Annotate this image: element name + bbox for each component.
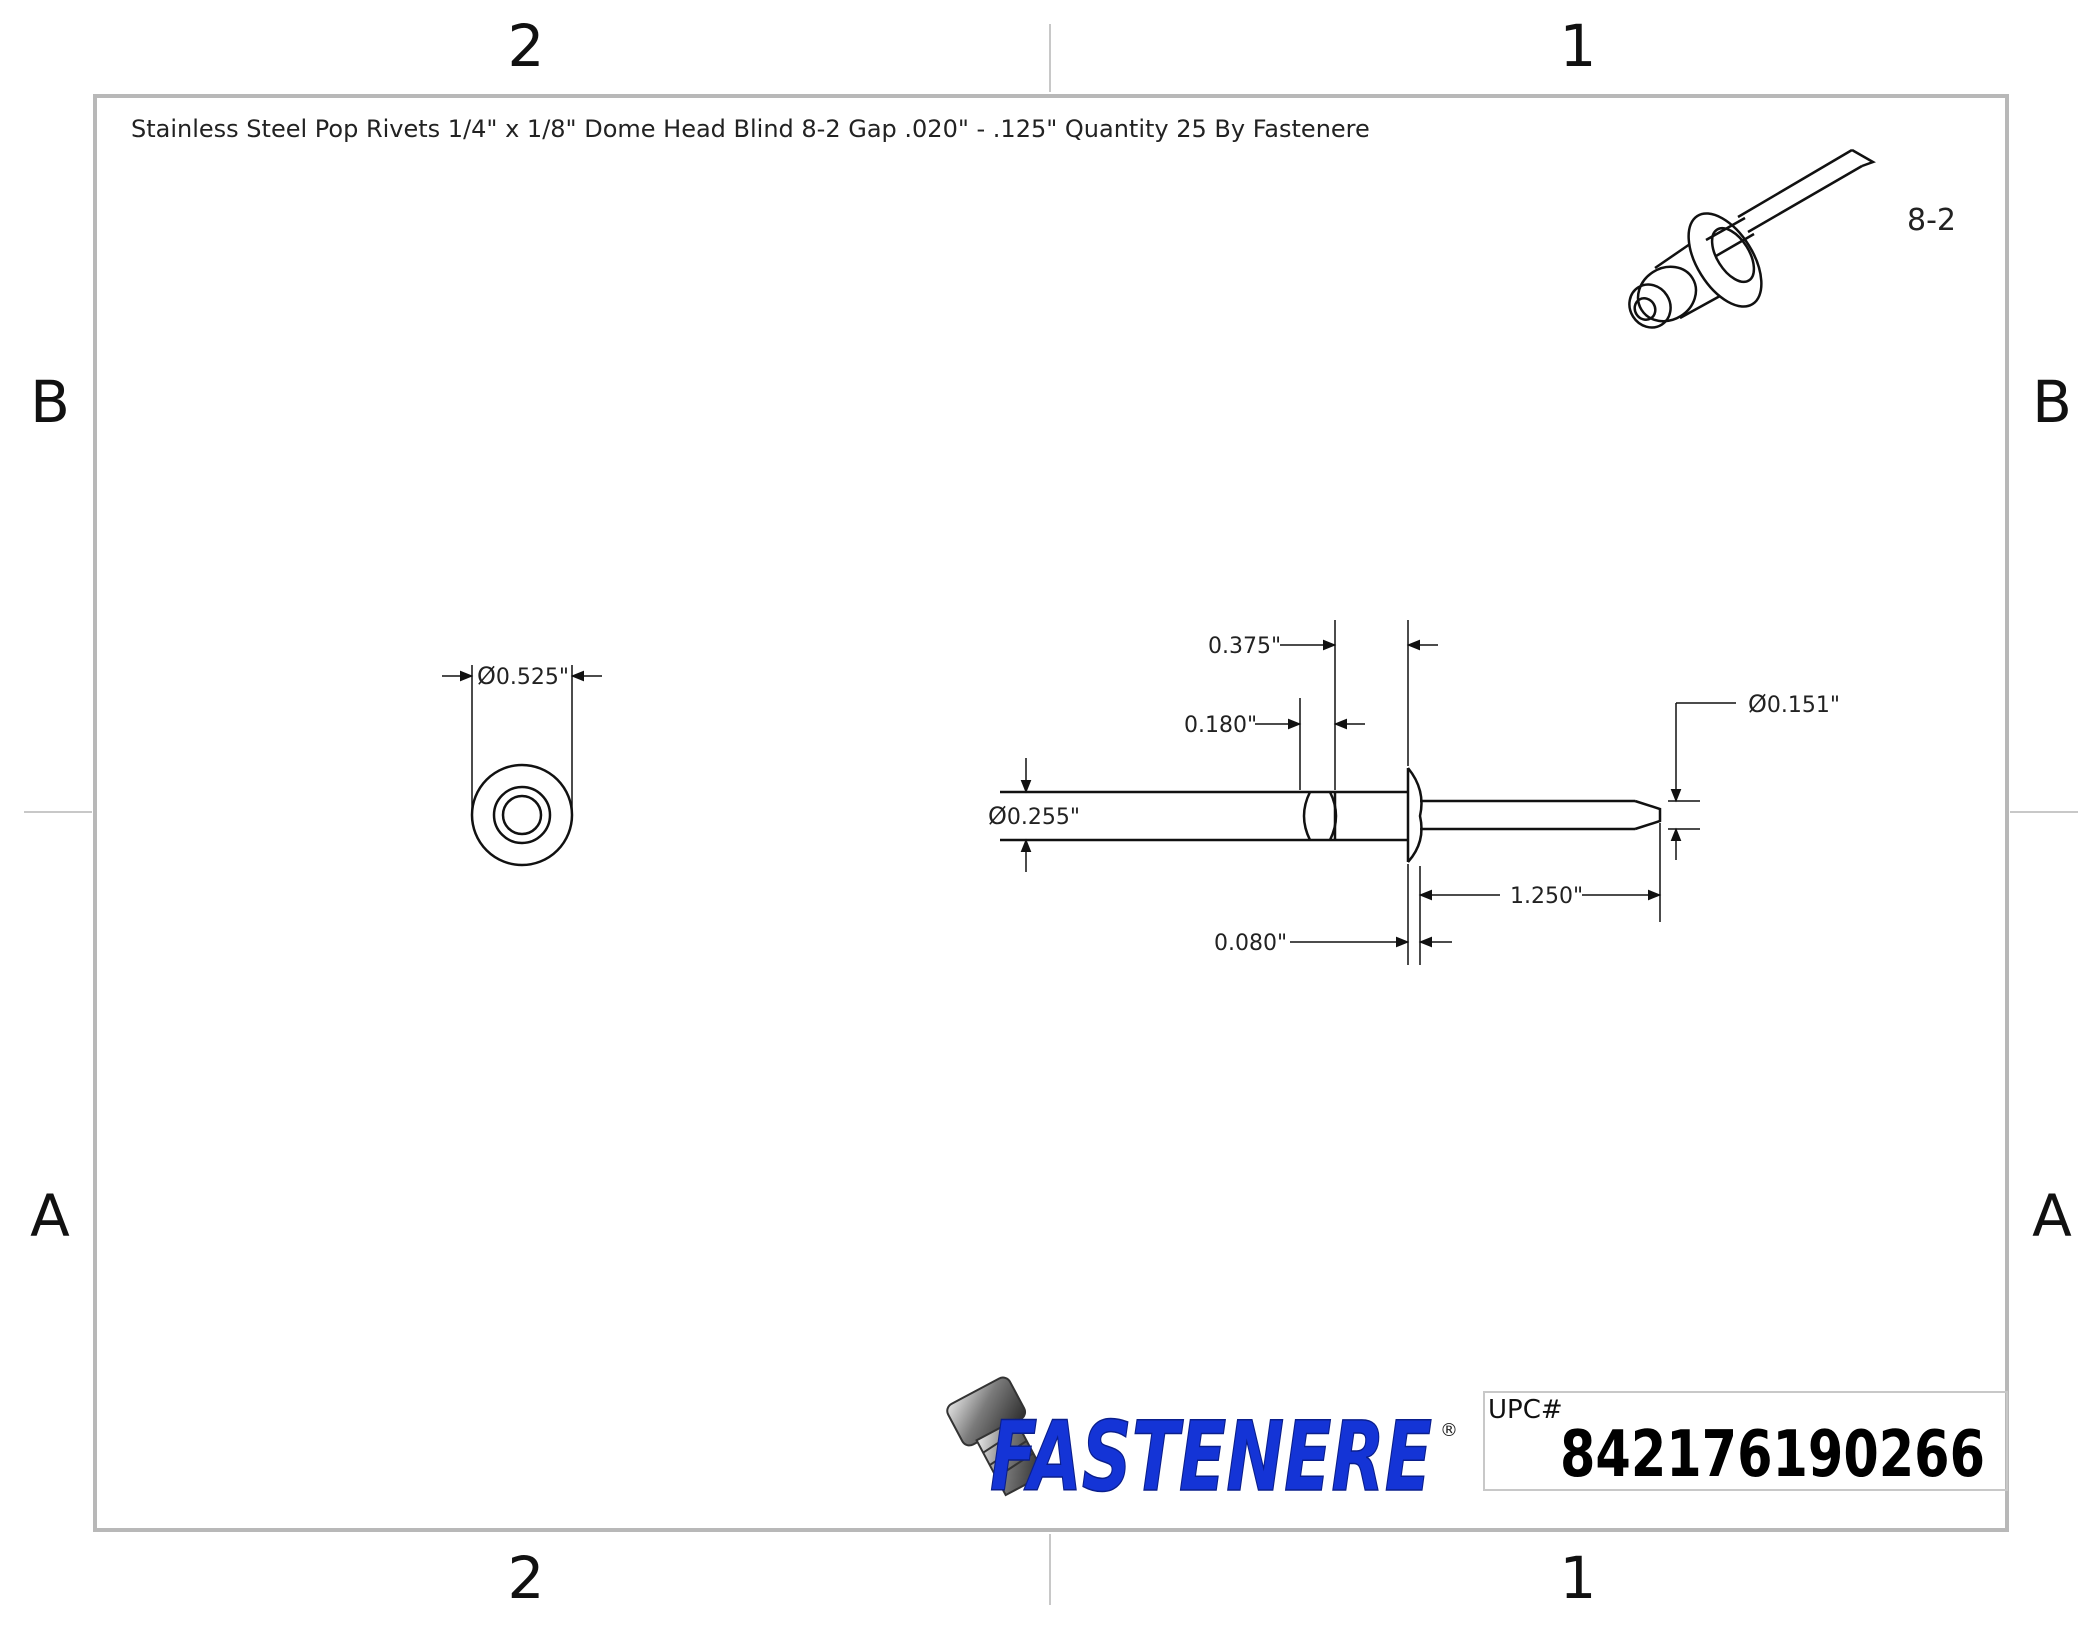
upc-label: UPC# [1488,1395,1563,1425]
dim-line-body-step [1255,698,1365,790]
zone-label-left-a: A [30,1182,70,1250]
zone-label-top-2: 2 [508,12,545,80]
iso-size-label: 8-2 [1907,203,1956,238]
zone-label-right-a: A [2032,1182,2072,1250]
dim-end-view-diameter-value: 0.525" [496,665,569,690]
zone-label-bottom-1: 1 [1560,1544,1597,1612]
dim-overall-grip: 0.375" [1208,634,1281,659]
diameter-symbol: Ø [477,662,496,690]
dim-mandrel-diameter-value: 0.151" [1767,693,1840,718]
dim-end-view-diameter: Ø0.525" [477,662,569,690]
fastenere-logo: FASTENERE ® [946,1376,1458,1514]
diameter-symbol: Ø [1748,690,1767,718]
dim-body-step: 0.180" [1184,713,1257,738]
dim-line-mandrel-diameter [1668,702,1736,860]
dim-body-diameter-value: 0.255" [1007,805,1080,830]
logo-wordmark: FASTENERE [990,1401,1432,1513]
dim-body-diameter: Ø0.255" [988,802,1080,830]
dim-mandrel-diameter: Ø0.151" [1748,690,1840,718]
side-view [1000,767,1662,863]
isometric-rivet-view [1628,148,1876,329]
drawing-title: Stainless Steel Pop Rivets 1/4" x 1/8" D… [131,115,1370,143]
diameter-symbol: Ø [988,802,1007,830]
dim-head-thickness: 0.080" [1214,931,1287,956]
zone-label-left-b: B [30,368,70,436]
bolt-logo-icon [946,1376,1046,1497]
upc-box: UPC# 842176190266 [1483,1391,2008,1492]
dim-mandrel-length: 1.250" [1510,884,1583,909]
dim-line-mandrel-length [1418,823,1662,965]
zone-label-bottom-2: 2 [508,1544,545,1612]
upc-value: 842176190266 [1560,1418,1985,1492]
zone-label-top-1: 1 [1560,12,1597,80]
logo-registered-mark: ® [1440,1420,1458,1441]
sheet-border [93,94,2009,1532]
end-view [442,665,602,867]
dim-line-overall-grip [1280,620,1438,790]
dim-line-head-thickness [1290,864,1452,965]
zone-label-right-b: B [2032,368,2072,436]
